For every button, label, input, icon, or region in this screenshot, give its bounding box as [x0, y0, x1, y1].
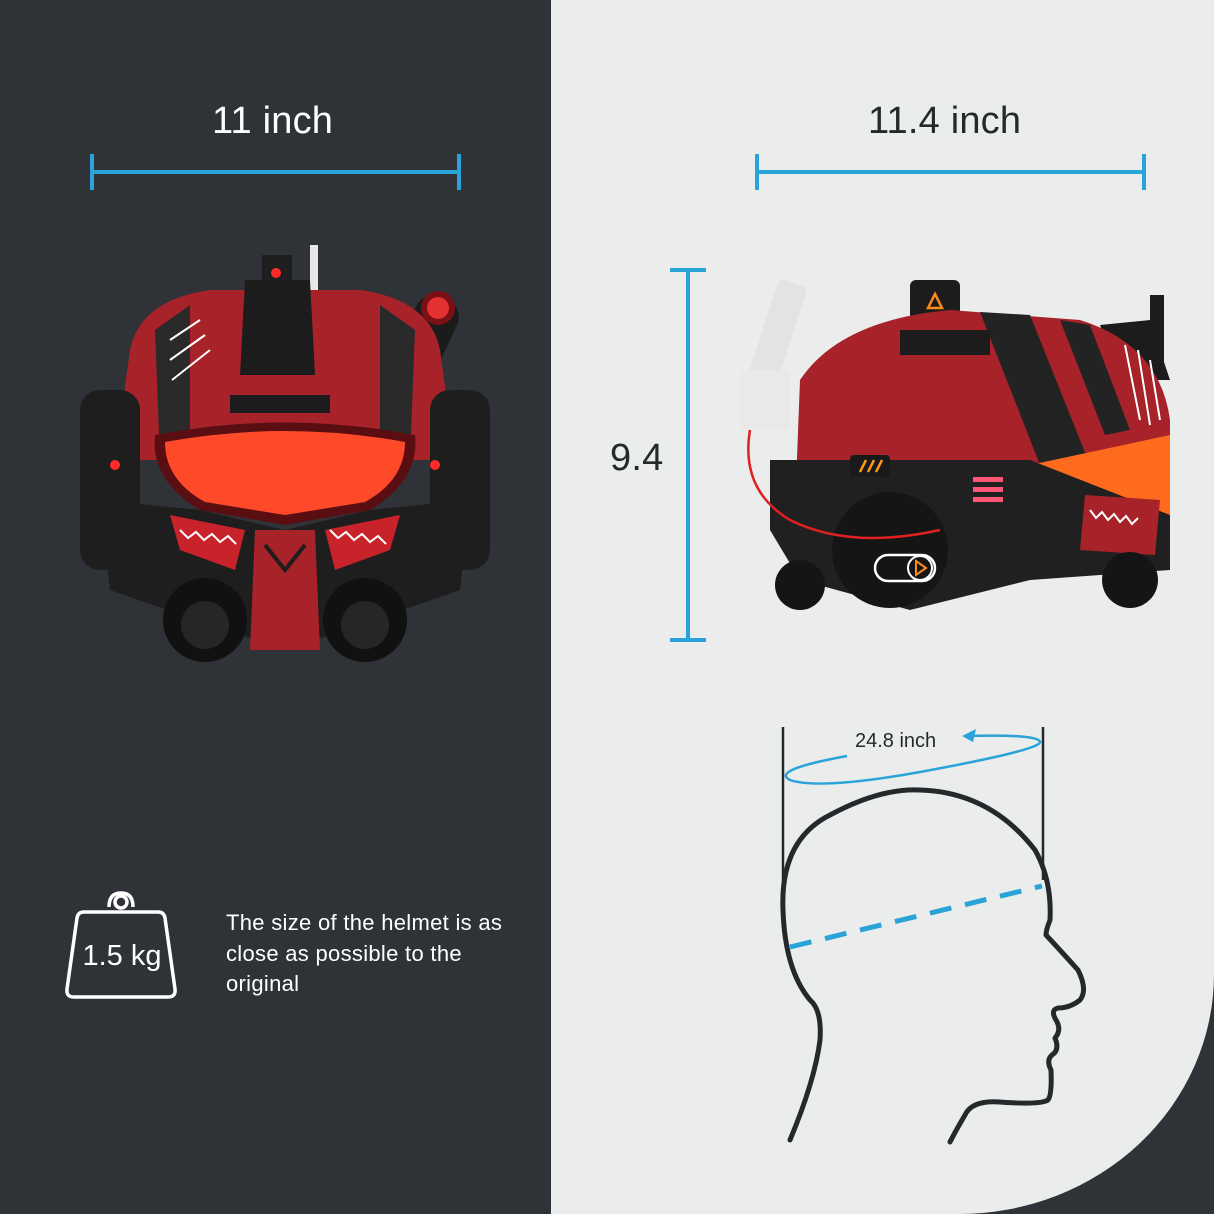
size-note: The size of the helmet is as close as po…: [226, 910, 503, 996]
front-width-dimension-line: [90, 154, 461, 190]
circumference-label: 24.8 inch: [855, 730, 937, 752]
side-helmet-image: [740, 279, 1170, 610]
front-width-label: 11 inch: [212, 100, 334, 142]
side-width-label: 11.4 inch: [868, 100, 1022, 142]
weight-icon: [65, 891, 177, 999]
side-width-dimension-line: [755, 154, 1146, 190]
side-height-dimension-line: [670, 268, 706, 642]
front-helmet-image: [80, 245, 490, 662]
weight-value: 1.5 kg: [82, 940, 162, 972]
side-height-label: 9.4: [610, 437, 664, 479]
head-profile-icon: [780, 727, 1086, 1145]
